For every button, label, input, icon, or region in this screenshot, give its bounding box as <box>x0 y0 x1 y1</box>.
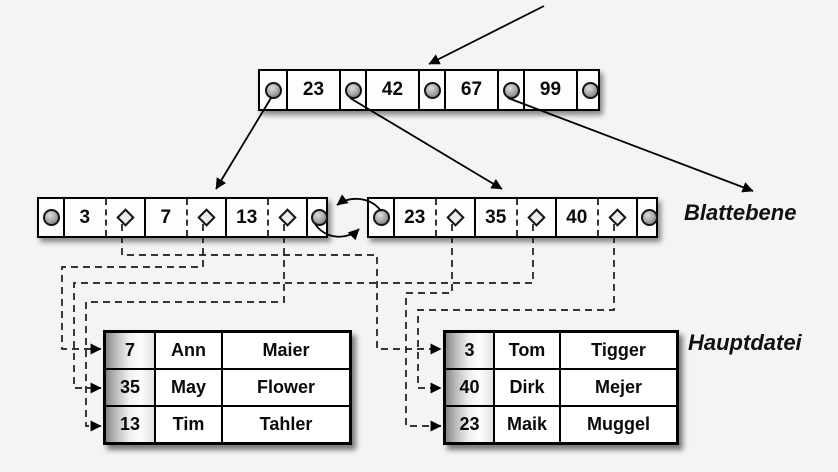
root-pointer-cell <box>260 71 286 109</box>
leaf-pointer-cell <box>636 199 660 236</box>
leaf-node-left: 3 7 13 <box>37 197 328 238</box>
leaf-key: 3 <box>79 206 91 228</box>
record-lastname-cell: Flower <box>222 369 350 406</box>
root-key: 67 <box>444 71 497 109</box>
root-key: 99 <box>523 71 576 109</box>
pointer-icon <box>42 209 60 226</box>
leaf-key: 7 <box>160 206 172 228</box>
record-pointer-icon <box>197 208 216 227</box>
record-pointer-icon <box>116 208 135 227</box>
leaf-pointer-cell <box>39 199 63 236</box>
leaf-pointer-cell <box>306 199 330 236</box>
leaf-key: 13 <box>236 206 258 228</box>
record-key-cell: 3 <box>445 332 494 369</box>
record-pointer-slot <box>515 199 556 236</box>
main-file-table-right: 3 Tom Tigger 40 Dirk Mejer 23 Maik Mugge… <box>443 330 679 445</box>
leaf-entry: 40 <box>555 199 636 236</box>
child-pointer-arrow-left <box>215 97 272 190</box>
leaf-entry: 23 <box>393 199 474 236</box>
record-pointer-slot <box>185 199 226 236</box>
record-lastname-cell: Muggel <box>560 406 677 443</box>
root-pointer-cell <box>497 71 523 109</box>
record-firstname-cell: Maik <box>494 406 560 443</box>
leaf-key: 35 <box>485 206 507 228</box>
record-firstname-cell: Ann <box>155 332 222 369</box>
pointer-icon <box>502 81 520 99</box>
record-pointer-slot <box>266 199 307 236</box>
record-lastname-cell: Mejer <box>560 369 677 406</box>
record-firstname-cell: Tom <box>494 332 560 369</box>
root-key: 42 <box>365 71 418 109</box>
record-key-cell: 40 <box>445 369 494 406</box>
root-entry-arrow <box>428 5 545 65</box>
leaf-entry: 7 <box>144 199 225 236</box>
leaf-entry: 3 <box>63 199 144 236</box>
record-pointer-icon <box>527 208 546 227</box>
record-pointer-slot <box>596 199 637 236</box>
record-key-cell: 23 <box>445 406 494 443</box>
record-lastname-cell: Tigger <box>560 332 677 369</box>
leaf-entry: 35 <box>474 199 555 236</box>
child-pointer-arrow-offpage <box>507 97 754 193</box>
label-leaf-level: Blattebene <box>684 200 797 225</box>
root-pointer-cell <box>576 71 602 109</box>
label-main-file: Hauptdatei <box>688 330 802 355</box>
leaf-key: 23 <box>404 206 426 228</box>
record-pointer-slot <box>104 199 145 236</box>
record-pointer-slot <box>434 199 475 236</box>
root-key: 23 <box>286 71 339 109</box>
pointer-icon <box>264 81 282 99</box>
pointer-icon <box>423 81 441 99</box>
record-firstname-cell: Tim <box>155 406 222 443</box>
pointer-icon <box>310 209 328 226</box>
record-key-cell: 13 <box>105 406 155 443</box>
leaf-node-right: 23 35 40 <box>367 197 658 238</box>
record-pointer-icon <box>278 208 297 227</box>
leaf-key: 40 <box>566 206 588 228</box>
root-node: 23 42 67 99 <box>258 69 600 111</box>
record-pointer-icon <box>608 208 627 227</box>
leaf-entry: 13 <box>225 199 306 236</box>
pointer-icon <box>581 81 599 99</box>
child-pointer-arrow-right <box>349 97 503 190</box>
record-lastname-cell: Maier <box>222 332 350 369</box>
record-key-cell: 35 <box>105 369 155 406</box>
record-firstname-cell: May <box>155 369 222 406</box>
record-pointer-icon <box>446 208 465 227</box>
root-pointer-cell <box>339 71 365 109</box>
main-file-table-left: 7 Ann Maier 35 May Flower 13 Tim Tahler <box>103 330 352 445</box>
record-firstname-cell: Dirk <box>494 369 560 406</box>
record-lastname-cell: Tahler <box>222 406 350 443</box>
leaf-pointer-cell <box>369 199 393 236</box>
pointer-icon <box>372 209 390 226</box>
pointer-icon <box>640 209 658 226</box>
root-pointer-cell <box>418 71 444 109</box>
pointer-icon <box>344 81 362 99</box>
record-key-cell: 7 <box>105 332 155 369</box>
